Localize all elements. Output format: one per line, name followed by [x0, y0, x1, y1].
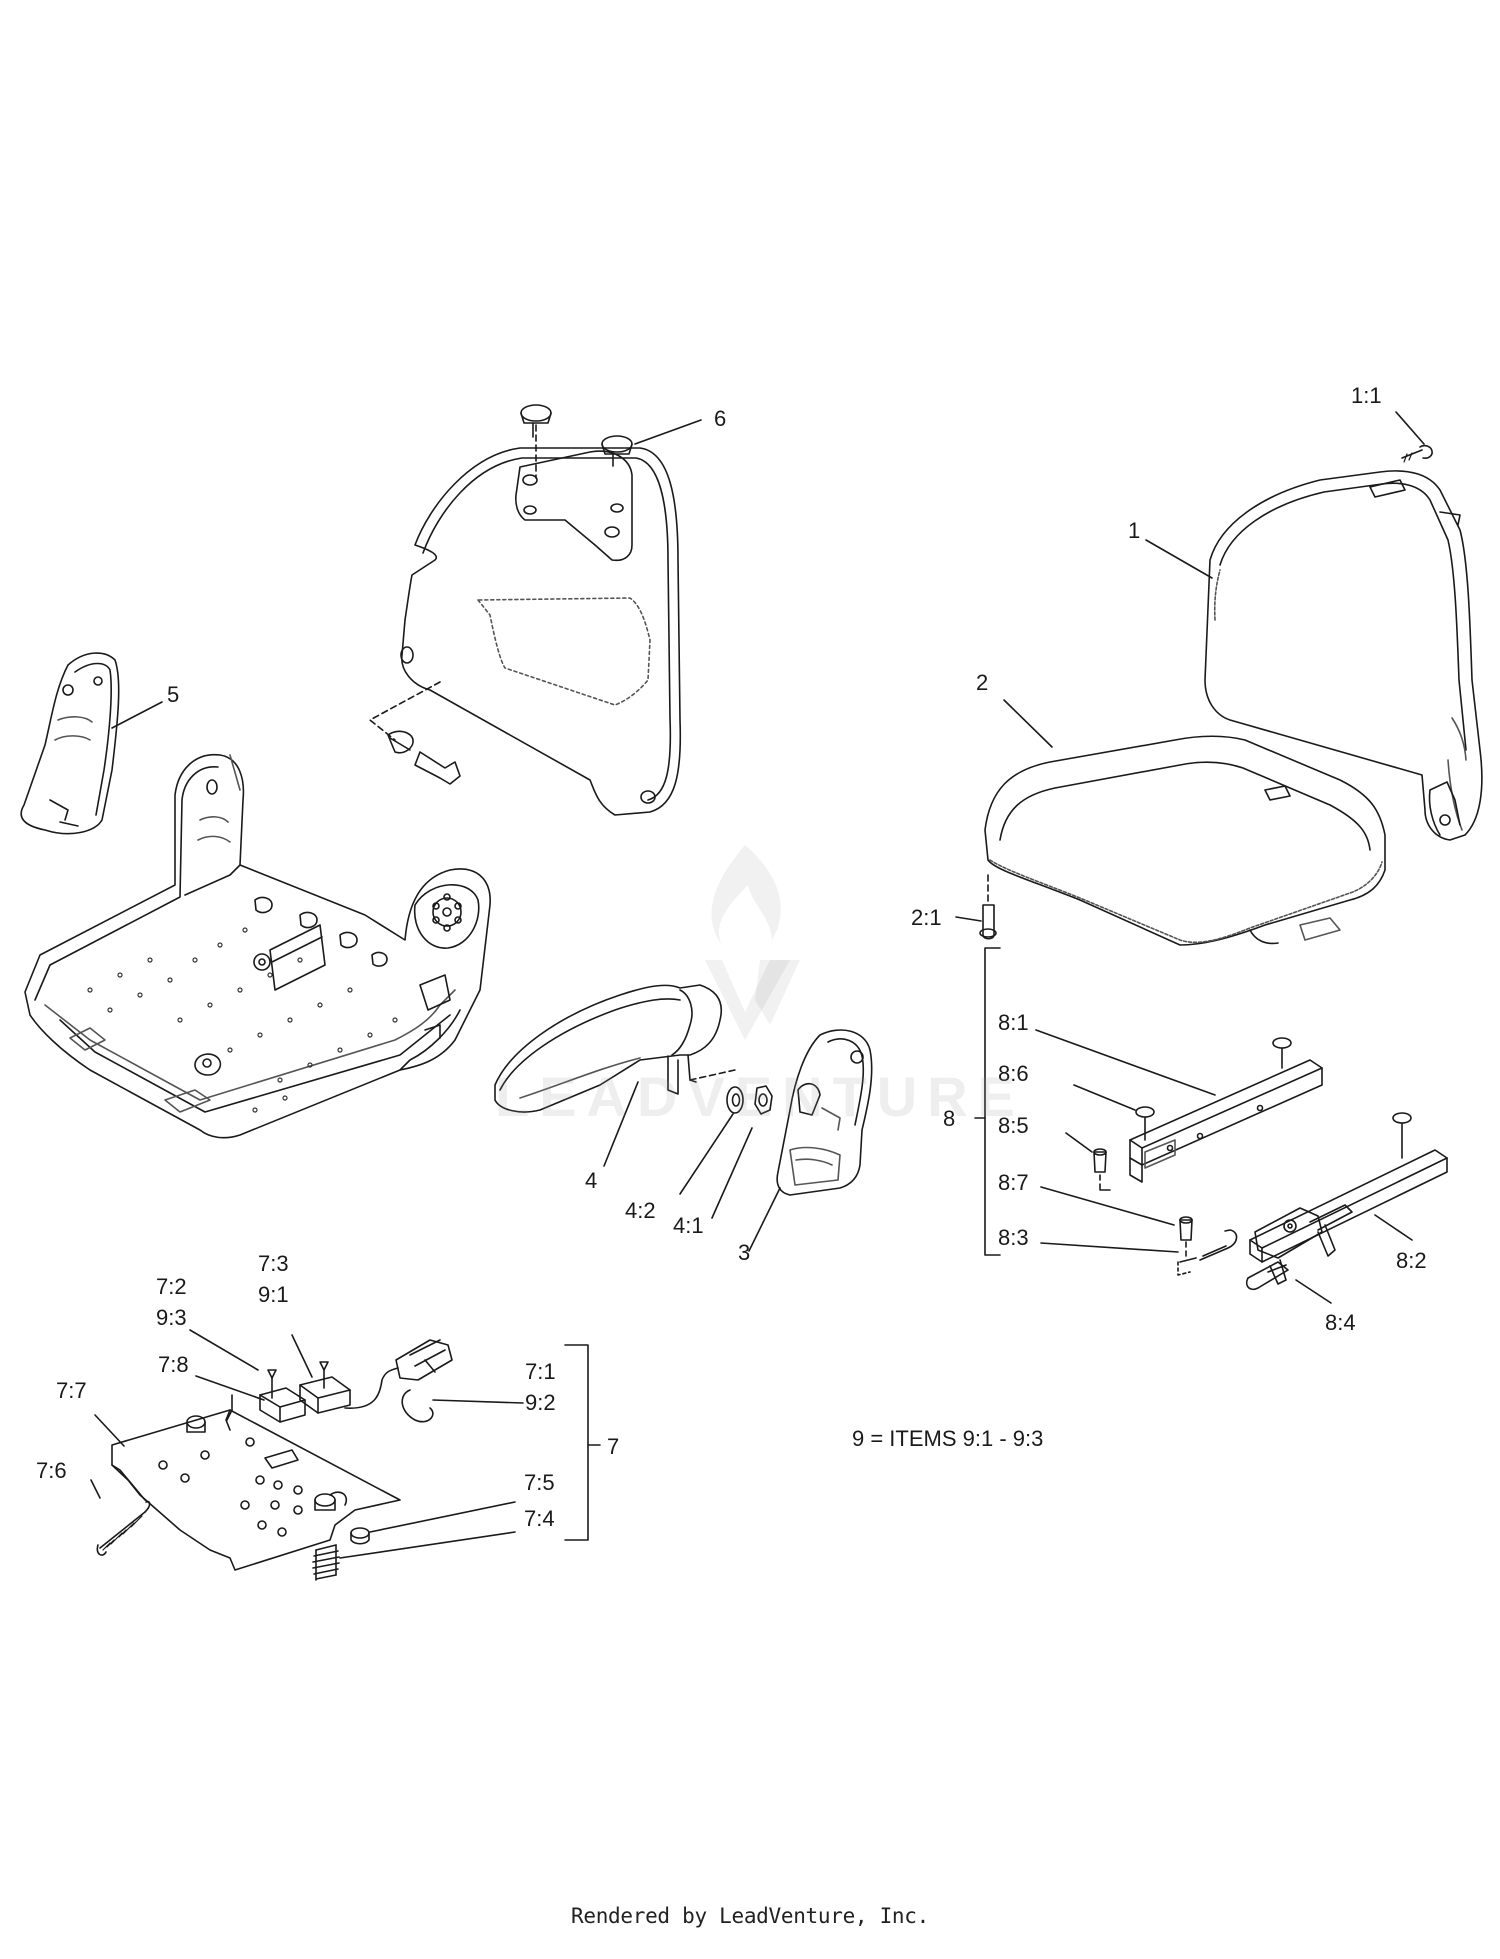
armrest-part-4	[494, 984, 773, 1115]
seat-pan-part-6	[369, 404, 682, 816]
callout-8-5: 8:5	[998, 1113, 1029, 1138]
callout-8-6: 8:6	[998, 1061, 1029, 1086]
callout-9-2: 9:2	[525, 1390, 556, 1415]
callout-8-1: 8:1	[998, 1010, 1029, 1035]
callout-7-1: 7:1	[525, 1359, 556, 1384]
callout-4-1: 4:1	[673, 1213, 704, 1238]
callout-9-3: 9:3	[156, 1305, 187, 1330]
callout-8-2: 8:2	[1396, 1248, 1427, 1273]
seat-back-part-1	[1204, 444, 1483, 841]
callout-7: 7	[607, 1434, 619, 1459]
switch-plate-part-7	[96, 1339, 601, 1581]
watermark-text: LEADVENTURE	[495, 1065, 1026, 1128]
callout-3: 3	[738, 1240, 750, 1265]
callout-7-3: 7:3	[258, 1251, 289, 1276]
callout-9-1: 9:1	[258, 1282, 289, 1307]
seat-base-frame	[24, 753, 491, 1139]
callout-7-8: 7:8	[158, 1352, 189, 1377]
footer-credit: Rendered by LeadVenture, Inc.	[571, 1904, 929, 1928]
callout-2-1: 2:1	[911, 905, 942, 930]
callout-8-7: 8:7	[998, 1170, 1029, 1195]
callout-4-2: 4:2	[625, 1198, 656, 1223]
callout-7-5: 7:5	[524, 1470, 555, 1495]
callout-2: 2	[976, 670, 988, 695]
callout-4: 4	[585, 1168, 597, 1193]
callout-1: 1	[1128, 518, 1140, 543]
callout-7-7: 7:7	[56, 1378, 87, 1403]
watermark-logo	[705, 845, 800, 1040]
callout-7-6: 7:6	[36, 1458, 67, 1483]
slide-rails-part-8	[974, 947, 1448, 1291]
callout-7-2: 7:2	[156, 1274, 187, 1299]
leader-lines	[90, 411, 1425, 1559]
callout-7-4: 7:4	[524, 1506, 555, 1531]
callout-8-4: 8:4	[1325, 1310, 1356, 1335]
callout-6: 6	[714, 406, 726, 431]
side-cover-part-5	[20, 652, 120, 835]
callout-labels: 1:1 1 6 5 2 2:1 8:1 8:6 8 8:5 8:7 8:3 8:…	[36, 383, 1427, 1531]
callout-5: 5	[167, 682, 179, 707]
items-note: 9 = ITEMS 9:1 - 9:3	[852, 1426, 1043, 1451]
callout-1-1: 1:1	[1351, 383, 1382, 408]
side-panel-part-3	[776, 1029, 873, 1196]
callout-8: 8	[943, 1106, 955, 1131]
seat-cushion-part-2	[979, 735, 1386, 946]
callout-8-3: 8:3	[998, 1225, 1029, 1250]
